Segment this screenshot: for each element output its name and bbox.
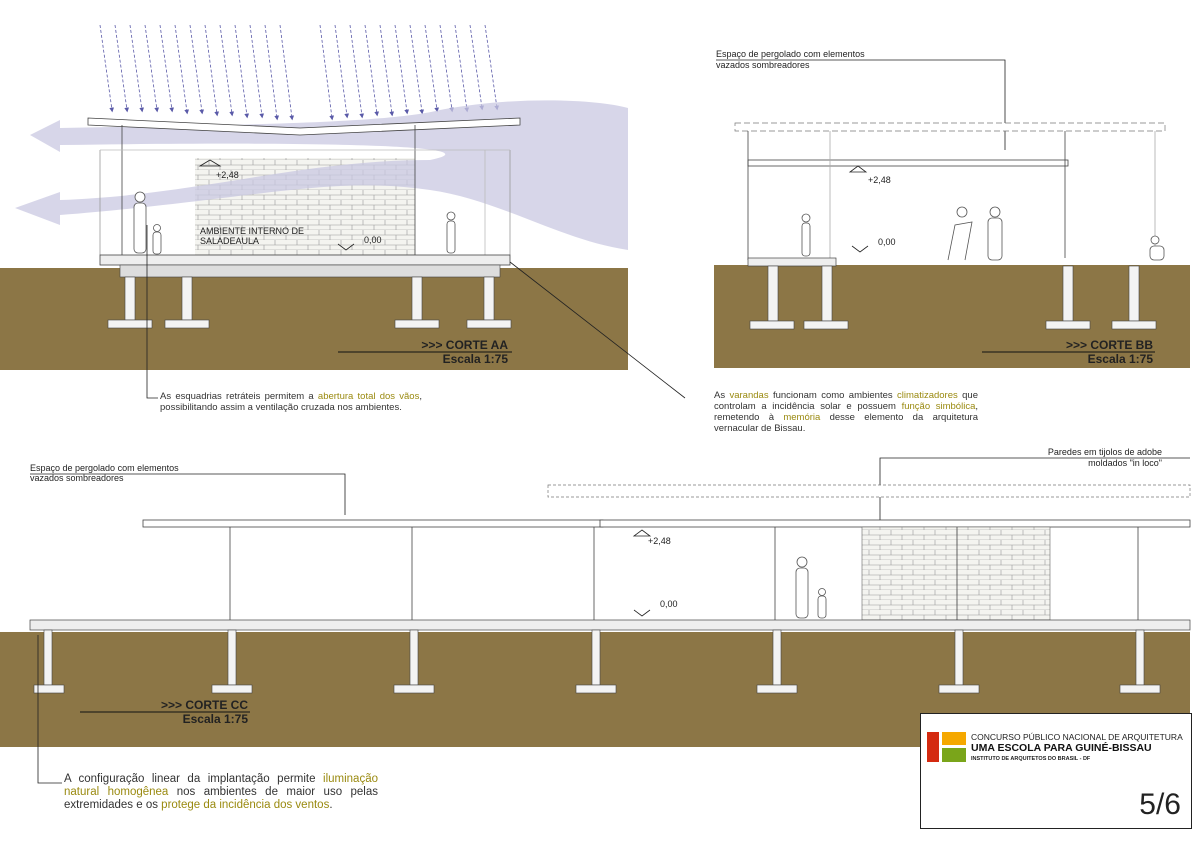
pergola-note-cc-1: Espaço de pergolado com elementos	[30, 463, 179, 473]
note-linear: A configuração linear da implantação per…	[64, 773, 378, 812]
section-scale-aa: Escala 1:75	[443, 352, 509, 366]
section-scale-cc: Escala 1:75	[183, 712, 249, 726]
note-text: desse elemento da arquitetura vernacular…	[714, 412, 978, 434]
room-label-aa-2: SALADEAULA	[200, 236, 259, 246]
pergola-note-cc-2: vazados sombreadores	[30, 473, 124, 483]
level-top-aa: +2,48	[216, 170, 239, 180]
section-scale-bb: Escala 1:75	[1088, 352, 1154, 366]
slab-bb	[747, 257, 837, 267]
section-bb: Espaço de pergolado com elementos vazado…	[714, 49, 1190, 368]
logo-green-block	[942, 748, 966, 762]
wall-note-cc-1: Paredes em tijolos de adobe	[1048, 447, 1162, 457]
room-label-aa-1: AMBIENTE INTERNO DE	[200, 226, 304, 236]
note-text: que controlam a incidência solar e possu…	[714, 390, 978, 412]
note-highlight: iluminação natural homogênea	[64, 773, 378, 798]
roof-cc	[142, 519, 604, 528]
logo-orange-block	[942, 732, 966, 745]
title-line-1: CONCURSO PÚBLICO NACIONAL DE ARQUITETURA	[971, 732, 1183, 742]
note-highlight: função simbólica	[901, 401, 976, 412]
level-floor-bb: 0,00	[878, 237, 896, 247]
pergola-bb	[734, 122, 1166, 132]
foundations-cc	[33, 629, 1161, 694]
note-text: , remetendo à	[714, 401, 978, 423]
slab-aa	[99, 254, 511, 266]
title-block: CONCURSO PÚBLICO NACIONAL DE ARQUITETURA…	[920, 713, 1192, 829]
people-aa	[133, 191, 456, 255]
level-top-cc: +2,48	[648, 536, 671, 546]
section-title-aa: >>> CORTE AA	[421, 338, 508, 352]
pergola-cc	[547, 484, 1191, 498]
note-text: A configuração linear da implantação per…	[64, 773, 324, 785]
note-varandas: As varandas funcionam como ambientes cli…	[714, 390, 978, 434]
note-highlight: memória	[783, 412, 821, 423]
wall-note-cc-2: moldados "in loco"	[1088, 458, 1162, 468]
people-bb	[801, 206, 1165, 261]
level-floor-aa: 0,00	[364, 235, 382, 245]
foundations-bb	[749, 265, 1157, 330]
pergola-note-bb-2: vazados sombreadores	[716, 60, 810, 70]
note-text: funcionam como ambientes	[768, 390, 898, 401]
foundations-aa	[107, 276, 512, 329]
note-text: .	[329, 799, 333, 811]
slab-cc	[29, 619, 1191, 631]
note-text: nos ambientes de maior uso pelas extremi…	[64, 786, 378, 811]
section-title-cc: >>> CORTE CC	[161, 698, 248, 712]
pergola-note-bb-1: Espaço de pergolado com elementos	[716, 49, 865, 59]
section-title-bb: >>> CORTE BB	[1066, 338, 1153, 352]
wind-flow-aa	[15, 100, 628, 250]
section-aa: +2,48 0,00 AMBIENTE INTERNO DE SALADEAUL…	[0, 24, 686, 399]
note-highlight: abertura total dos vãos	[317, 391, 420, 402]
logo-red-block	[927, 732, 939, 762]
note-text: As	[714, 390, 730, 401]
note-highlight: varandas	[729, 390, 769, 401]
note-highlight: protege da incidência dos ventos	[161, 799, 330, 811]
note-text: As esquadrias retráteis permitem a	[160, 391, 318, 402]
sun-rays-aa	[99, 24, 500, 121]
roof-aa	[87, 117, 521, 136]
note-text: , possibilitando assim a ventilação cruz…	[160, 391, 422, 413]
people-cc	[795, 556, 827, 619]
title-line-3: INSTITUTO DE ARQUITETOS DO BRASIL - DF	[971, 756, 1091, 762]
brick-wall-cc	[861, 526, 1051, 621]
level-floor-cc: 0,00	[660, 599, 678, 609]
note-esquadrias: As esquadrias retráteis permitem a abert…	[160, 391, 422, 413]
ground-bb	[714, 265, 1190, 368]
page-number: 5/6	[1139, 788, 1181, 821]
ground-aa	[0, 268, 628, 370]
note-highlight: climatizadores	[897, 390, 958, 401]
title-line-2: UMA ESCOLA PARA GUINÉ-BISSAU	[971, 742, 1152, 754]
level-top-bb: +2,48	[868, 175, 891, 185]
